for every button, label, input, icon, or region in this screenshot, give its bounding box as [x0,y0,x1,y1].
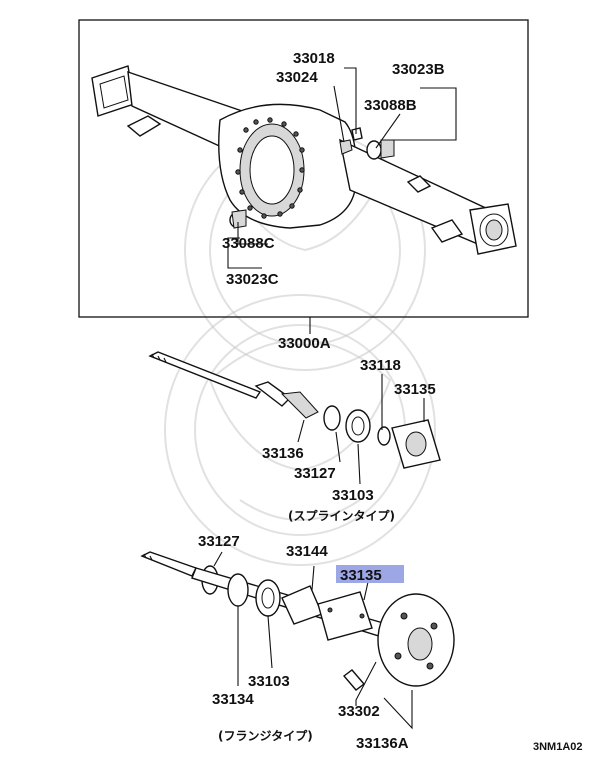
label-33302[interactable]: 33302 [338,703,380,720]
label-33023B[interactable]: 33023B [392,61,445,78]
label-33000A[interactable]: 33000A [278,335,331,352]
label-33127-spline[interactable]: 33127 [294,465,336,482]
label-33023C[interactable]: 33023C [226,271,279,288]
label-33088C[interactable]: 33088C [222,235,275,252]
label-33018[interactable]: 33018 [293,50,335,67]
diagram-code: 3NM1A02 [533,741,583,753]
label-33118[interactable]: 33118 [360,357,401,374]
housing-leaders [227,67,457,334]
caption-flange-type: (フランジタイプ) [218,728,313,743]
label-33088B[interactable]: 33088B [364,97,417,114]
label-33024[interactable]: 33024 [276,69,318,86]
label-33135-spline[interactable]: 33135 [394,381,436,398]
flange-shaft-drawing [140,551,455,691]
label-33134[interactable]: 33134 [212,691,254,708]
label-33127-flange[interactable]: 33127 [198,533,240,550]
label-33144[interactable]: 33144 [286,543,328,560]
label-33136A[interactable]: 33136A [356,735,409,752]
label-33135-flange[interactable]: 33135 [340,567,382,584]
label-33103-spline[interactable]: 33103 [332,487,374,504]
spline-leaders [297,374,425,485]
label-33136[interactable]: 33136 [262,445,304,462]
highlight-33135 [336,565,404,583]
spline-shaft-drawing [148,351,441,469]
caption-spline-type: (スプラインタイプ) [288,508,395,523]
label-33103-flange[interactable]: 33103 [248,673,290,690]
axle-housing-drawing [91,65,517,255]
flange-leaders [213,551,413,730]
housing-frame [78,19,529,318]
